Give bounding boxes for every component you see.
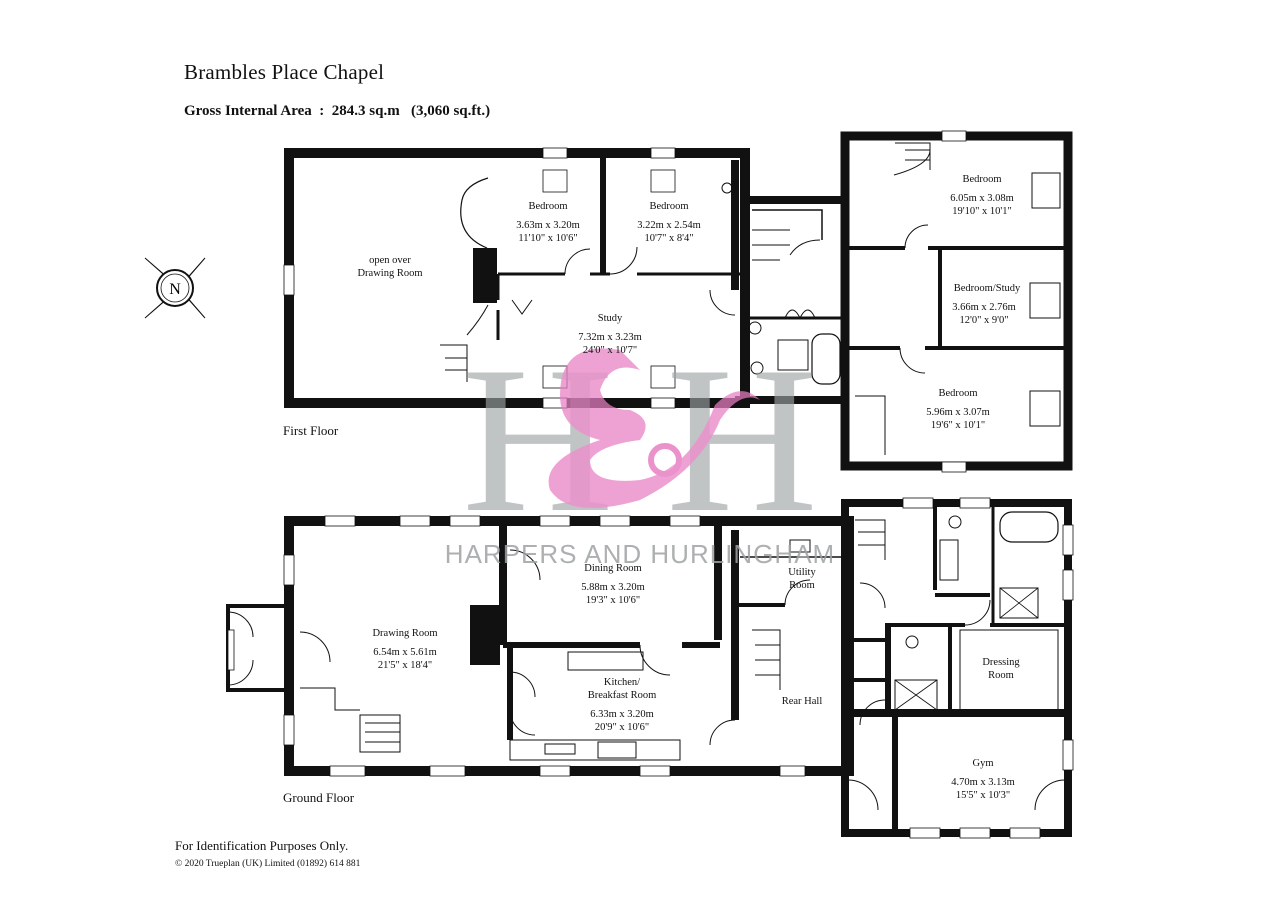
room-gym-metric: 4.70m x 3.13m (951, 777, 1015, 788)
room-bedroom-1-imperial: 11'10" x 10'6" (518, 233, 577, 244)
room-rear-hall-name: Rear Hall (782, 696, 823, 707)
room-bedroom-2-name: Bedroom (649, 201, 688, 212)
compass-north-label: N (169, 281, 181, 298)
room-gym-name: Gym (973, 758, 994, 769)
room-kitchen-imperial: 20'9" x 10'6" (595, 722, 649, 733)
copyright-text: © 2020 Trueplan (UK) Limited (01892) 614… (175, 859, 361, 869)
room-open-over-name2: Drawing Room (357, 268, 422, 279)
room-bedroom-3-metric: 6.05m x 3.08m (950, 193, 1014, 204)
room-utility-name2: Room (789, 580, 815, 591)
gross-internal-area: Gross Internal Area : 284.3 sq.m (3,060 … (184, 103, 491, 119)
ground-floor-label: Ground Floor (283, 790, 355, 805)
room-kitchen-name1: Kitchen/ (604, 677, 640, 688)
room-study-name: Study (598, 313, 623, 324)
plan-title: Brambles Place Chapel (184, 60, 385, 84)
room-kitchen-name2: Breakfast Room (588, 690, 657, 701)
room-bedroom-1-name: Bedroom (528, 201, 567, 212)
room-bedroom-study-metric: 3.66m x 2.76m (952, 302, 1016, 313)
room-dressing-name2: Room (988, 670, 1014, 681)
room-bedroom-3-imperial: 19'10" x 10'1" (952, 206, 1012, 217)
first-floor-walls (284, 131, 1073, 471)
room-drawing-room-imperial: 21'5" x 18'4" (378, 660, 432, 671)
room-bedroom-3-name: Bedroom (962, 174, 1001, 185)
room-kitchen-metric: 6.33m x 3.20m (590, 709, 654, 720)
room-dressing-name1: Dressing (982, 657, 1020, 668)
room-drawing-room-name: Drawing Room (372, 628, 437, 639)
room-utility-name1: Utility (788, 567, 816, 578)
room-bedroom-4-metric: 5.96m x 3.07m (926, 407, 990, 418)
ground-floor-windows (227, 497, 1074, 839)
first-floor-room-labels: open over Drawing Room Bedroom 3.63m x 3… (357, 174, 1021, 431)
room-study-imperial: 24'0" x 10'7" (583, 345, 637, 356)
room-bedroom-2-imperial: 10'7" x 8'4" (644, 233, 693, 244)
room-bedroom-2-metric: 3.22m x 2.54m (637, 220, 701, 231)
north-compass-icon: N (144, 257, 206, 319)
first-floor-label: First Floor (283, 423, 339, 438)
room-bedroom-study-name: Bedroom/Study (954, 283, 1021, 294)
room-study-metric: 7.32m x 3.23m (578, 332, 642, 343)
watermark-brand-text: HARPERS AND HURLINGHAM (445, 539, 835, 569)
room-dining-room-imperial: 19'3" x 10'6" (586, 595, 640, 606)
room-bedroom-1-metric: 3.63m x 3.20m (516, 220, 580, 231)
room-open-over-name1: open over (369, 255, 411, 266)
identification-note: For Identification Purposes Only. (175, 838, 349, 853)
room-bedroom-4-name: Bedroom (938, 388, 977, 399)
room-drawing-room-metric: 6.54m x 5.61m (373, 647, 437, 658)
room-dining-room-metric: 5.88m x 3.20m (581, 582, 645, 593)
hh-monogram-logo: H H HARPERS AND HURLINGHAM (445, 324, 835, 569)
room-dining-room-name: Dining Room (584, 563, 641, 574)
room-bedroom-4-imperial: 19'6" x 10'1" (931, 420, 985, 431)
room-gym-imperial: 15'5" x 10'3" (956, 790, 1010, 801)
room-bedroom-study-imperial: 12'0" x 9'0" (959, 315, 1008, 326)
ground-floor-room-labels: Drawing Room 6.54m x 5.61m 21'5" x 18'4"… (372, 563, 1020, 801)
